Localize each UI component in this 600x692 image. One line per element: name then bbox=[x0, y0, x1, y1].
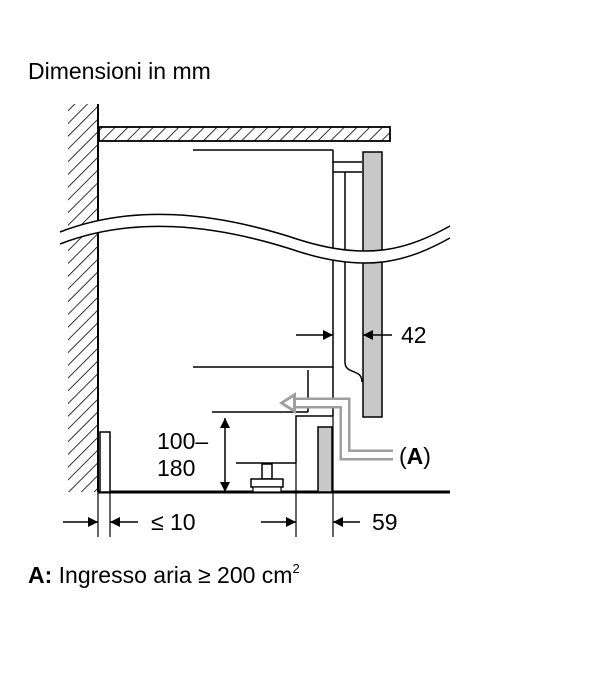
air-inlet-marker: (A) bbox=[399, 443, 431, 469]
appliance-foot bbox=[250, 463, 284, 493]
wall-spacer bbox=[99, 431, 111, 493]
dimension-height-top: 100– bbox=[157, 428, 208, 454]
extension-lines bbox=[97, 416, 334, 537]
dimension-59: 59 bbox=[261, 509, 398, 535]
air-inlet-arrow bbox=[279, 392, 393, 461]
legend-caption: A: Ingresso aria ≥ 200 cm2 bbox=[28, 561, 300, 589]
appliance-lower bbox=[193, 237, 363, 464]
door-panel bbox=[362, 151, 383, 418]
appliance-upper bbox=[193, 149, 362, 237]
dimension-gap: ≤ 10 bbox=[63, 509, 196, 535]
dimension-42-label: 42 bbox=[401, 322, 427, 348]
dimension-42: 42 bbox=[296, 322, 427, 348]
diagram-title: Dimensioni in mm bbox=[28, 58, 211, 84]
dimension-59-label: 59 bbox=[372, 509, 398, 535]
plinth bbox=[317, 426, 333, 493]
dimension-height: 100– 180 bbox=[157, 418, 230, 492]
wall bbox=[68, 104, 99, 492]
legend-key: A: bbox=[28, 562, 53, 588]
legend-superscript: 2 bbox=[292, 561, 300, 576]
legend-text: Ingresso aria ≥ 200 cm bbox=[52, 562, 293, 588]
dimension-gap-label: ≤ 10 bbox=[151, 509, 196, 535]
dimension-height-bottom: 180 bbox=[157, 455, 195, 481]
worktop bbox=[98, 126, 391, 142]
break-wave bbox=[59, 213, 451, 264]
